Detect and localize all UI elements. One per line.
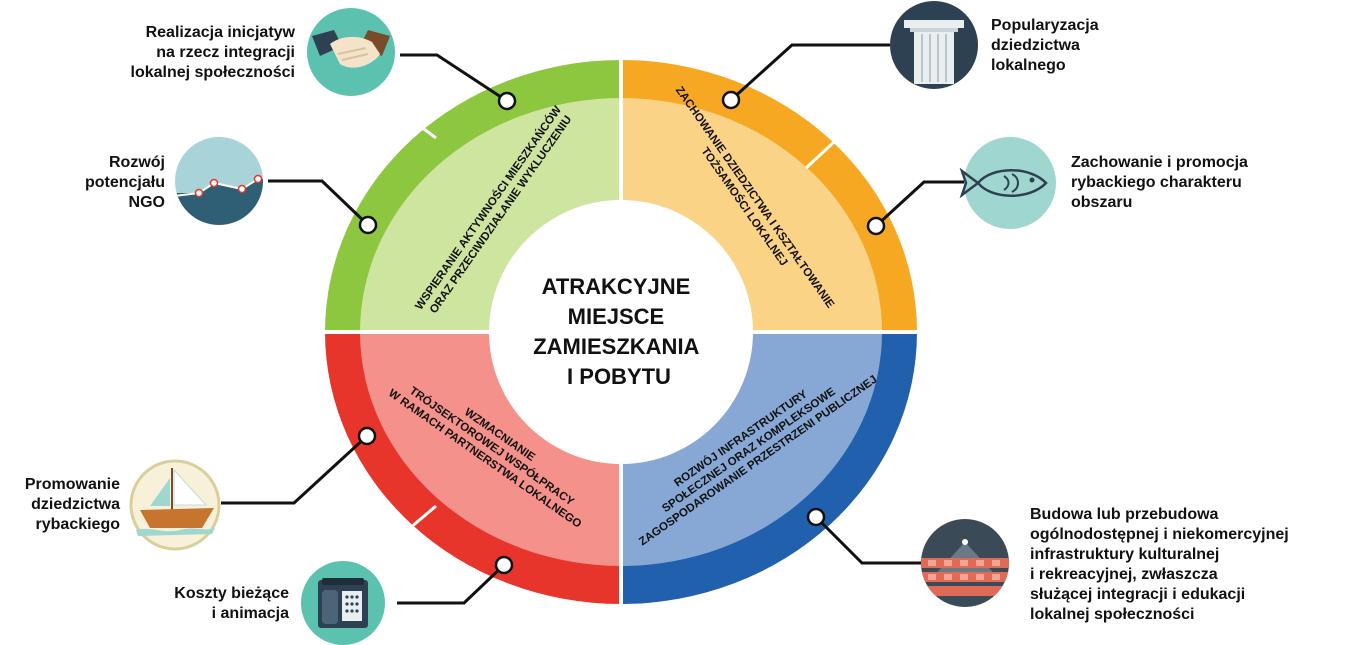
amphitheater-icon xyxy=(921,519,1009,607)
dot-ngo xyxy=(358,215,378,235)
fish-icon xyxy=(959,137,1056,229)
callout-promowanie: Promowanie dziedzictwa rybackiego xyxy=(25,475,120,535)
callout-popularyzacja-line-3: lokalnego xyxy=(991,57,1066,74)
connector-promowanie xyxy=(221,434,369,505)
callout-popularyzacja-line-2: dziedzictwa xyxy=(991,37,1080,54)
callout-koszty-line-2: i animacja xyxy=(211,605,289,622)
callout-promowanie-line-1: Promowanie xyxy=(24,476,120,493)
dot-rybacki xyxy=(866,216,886,236)
callout-infrastruktura-line-5: służącej integracji i edukacji xyxy=(1030,586,1246,603)
center-line-3: ZAMIESZKANIA xyxy=(533,334,699,359)
dot-popularyzacja xyxy=(721,90,741,110)
callout-popularyzacja: Popularyzacja dziedzictwa lokalnego xyxy=(991,16,1099,76)
callout-integracja-line-3: lokalnej społeczności xyxy=(130,64,296,81)
callout-promowanie-line-3: rybackiego xyxy=(35,516,120,533)
callout-infrastruktura-line-1: Budowa lub przebudowa xyxy=(1030,506,1219,523)
callout-promowanie-line-2: dziedzictwa xyxy=(31,496,120,513)
callout-ngo-line-2: potencjału xyxy=(84,174,165,191)
callout-rybacki-line-3: obszaru xyxy=(1071,194,1133,211)
connector-popularyzacja xyxy=(729,43,890,102)
dot-integracja xyxy=(497,91,517,111)
ring-divider-bottom-left xyxy=(409,504,437,530)
growth-chart-icon xyxy=(175,137,263,225)
center-line-4: I POBYTU xyxy=(567,364,671,389)
callout-infrastruktura-line-3: infrastruktury kulturalnej xyxy=(1030,546,1220,563)
callout-ngo: Rozwój potencjału NGO xyxy=(85,153,165,213)
connector-koszty xyxy=(397,563,506,605)
callout-infrastruktura-line-6: lokalnej społeczności xyxy=(1030,606,1195,623)
column-icon xyxy=(890,1,978,89)
callout-rybacki-line-1: Zachowanie i promocja xyxy=(1071,154,1248,171)
ring-divider-top-left xyxy=(411,118,437,140)
connector-rybacki xyxy=(874,180,968,228)
connector-integracja xyxy=(400,53,508,103)
connector-infrastruktura xyxy=(814,515,921,565)
callout-infrastruktura: Budowa lub przebudowa ogólnodostępnej i … xyxy=(1030,505,1289,625)
callout-rybacki: Zachowanie i promocja rybackiego charakt… xyxy=(1071,153,1248,213)
dot-koszty xyxy=(494,555,514,575)
center-circle xyxy=(489,200,753,464)
center-line-1: ATRAKCYJNE xyxy=(542,274,691,299)
dot-infrastruktura xyxy=(806,507,826,527)
ring-divider-top-right xyxy=(804,140,836,170)
callout-popularyzacja-line-1: Popularyzacja xyxy=(991,17,1099,34)
callout-ngo-line-1: Rozwój xyxy=(109,154,165,171)
svg-text:ATRAKCYJNE MIEJSCE ZAM: ATRAKCYJNE MIEJSCE ZAMIESZKANIA I POBYTU xyxy=(533,274,705,389)
callout-infrastruktura-line-4: i rekreacyjnej, zwłaszcza xyxy=(1030,566,1218,583)
dot-promowanie xyxy=(357,426,377,446)
callout-koszty-line-1: Koszty bieżące xyxy=(174,585,289,602)
callout-ngo-line-3: NGO xyxy=(128,194,165,211)
telephone-icon xyxy=(301,561,385,645)
callout-integracja-line-2: na rzecz integracji xyxy=(156,44,295,61)
connector-ngo xyxy=(268,179,370,227)
sailboat-icon xyxy=(129,459,221,551)
handshake-icon xyxy=(307,8,395,96)
callout-infrastruktura-line-2: ogólnodostępnej i niekomercyjnej xyxy=(1030,526,1289,543)
callout-koszty: Koszty bieżące i animacja xyxy=(174,584,289,624)
callout-integracja: Realizacja inicjatyw na rzecz integracji… xyxy=(131,23,296,83)
callout-integracja-line-1: Realizacja inicjatyw xyxy=(145,24,295,41)
center-line-2: MIEJSCE xyxy=(568,304,665,329)
callout-rybacki-line-2: rybackiego charakteru xyxy=(1071,174,1242,191)
